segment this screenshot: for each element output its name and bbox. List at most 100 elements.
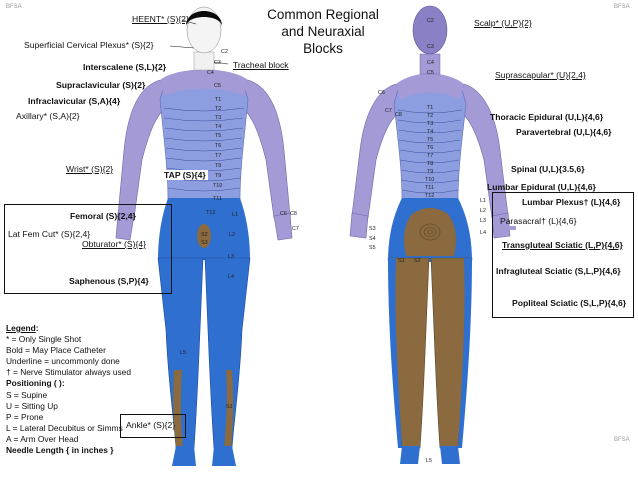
derm-front-t11: T11 xyxy=(213,196,222,202)
derm-back-l5: L5 xyxy=(426,458,432,464)
derm-front-t2: T2 xyxy=(215,106,222,112)
label-tracheal: Tracheal block xyxy=(231,60,291,70)
derm-front-s2: S2 xyxy=(201,232,208,238)
legend-supine: S = Supine xyxy=(6,389,48,400)
label-infragluteal: Infragluteal Sciatic (S,L,P){4,6} xyxy=(496,266,621,276)
derm-back-t12: T12 xyxy=(425,193,435,199)
derm-back-c2: C2 xyxy=(427,18,434,24)
label-popliteal: Popliteal Sciatic (S,L,P){4,6} xyxy=(512,298,627,308)
derm-front-t5: T5 xyxy=(215,133,222,139)
label-obturator: Obturator* (S){4} xyxy=(82,239,147,249)
derm-back-t2: T2 xyxy=(427,113,434,119)
derm-back-t5: T5 xyxy=(427,137,434,143)
front-left-foot xyxy=(172,446,196,466)
label-wrist: Wrist* (S){2} xyxy=(66,164,114,174)
label-scalp: Scalp* (U,P){2} xyxy=(474,18,532,28)
label-thoracic-epidural: Thoracic Epidural (U,L){4,6} xyxy=(490,112,604,122)
derm-back-t8: T8 xyxy=(427,161,434,167)
label-paravertebral: Paravertebral (U,L){4,6} xyxy=(516,127,612,137)
label-ankle: Ankle* (S){2} xyxy=(126,420,176,430)
watermark-top-right: BFSA xyxy=(614,4,630,10)
front-left-hand xyxy=(115,212,135,241)
watermark-top-left: BFSA xyxy=(6,4,22,10)
label-lumbar-plexus: Lumbar Plexus† (L){4,6} xyxy=(522,197,621,207)
label-tap: TAP (S){4} xyxy=(162,170,208,180)
derm-back-t4: T4 xyxy=(427,129,434,135)
derm-front-t4: T4 xyxy=(215,124,222,130)
derm-front-t3: T3 xyxy=(215,115,222,121)
derm-back-l4: L4 xyxy=(480,230,486,236)
watermark-bottom-right: BFSA xyxy=(614,437,630,443)
derm-front-t6: T6 xyxy=(215,143,222,149)
label-parasacral: Parasacral† (L){4,6} xyxy=(500,216,577,226)
derm-back-s3: S3 xyxy=(369,226,376,232)
derm-back-c4: C4 xyxy=(427,60,434,66)
label-suprascapular: Suprascapular* (U){2,4} xyxy=(495,70,586,80)
legend-bold: Bold = May Place Catheter xyxy=(6,345,106,356)
legend: Legend: * = Only Single Shot Bold = May … xyxy=(6,323,131,456)
back-figure xyxy=(349,5,511,464)
page-title: Common Regional and Neuraxial Blocks xyxy=(267,7,379,56)
label-supraclavicular: Supraclavicular (S){2} xyxy=(56,80,146,90)
derm-front-c6: C6 xyxy=(280,211,287,217)
legend-single-shot: * = Only Single Shot xyxy=(6,334,82,345)
derm-back-c6: C6 xyxy=(378,90,385,96)
derm-back-t10: T10 xyxy=(425,177,435,183)
derm-front-t1: T1 xyxy=(215,97,222,103)
derm-back-c5: C5 xyxy=(427,70,434,76)
label-heent: HEENT* (S){2} xyxy=(132,14,189,24)
derm-back-s4: S4 xyxy=(369,236,376,242)
front-neck xyxy=(193,51,215,71)
derm-front-l1: L1 xyxy=(232,212,238,218)
front-sacral-area xyxy=(197,224,211,248)
derm-front-t10: T10 xyxy=(213,183,223,189)
derm-front-l4: L4 xyxy=(228,274,234,280)
derm-front-c4: C4 xyxy=(207,70,214,76)
front-sacral-strip-right xyxy=(224,370,234,448)
derm-back-t9: T9 xyxy=(427,169,434,175)
derm-front-t7: T7 xyxy=(215,153,222,159)
label-interscalene: Interscalene (S,L){2} xyxy=(83,62,167,72)
label-femoral: Femoral (S){2,4} xyxy=(70,211,136,221)
derm-front-l2: L2 xyxy=(229,232,235,238)
derm-back-c3: C3 xyxy=(427,44,434,50)
label-axillary: Axillary* (S,A){2} xyxy=(16,111,80,121)
legend-needle: Needle Length { in inches } xyxy=(6,445,114,456)
front-right-foot xyxy=(212,446,236,466)
derm-back-c7: C7 xyxy=(385,108,392,114)
derm-front-t8: T8 xyxy=(215,163,222,169)
front-leg-blocks-box xyxy=(4,204,172,294)
derm-back-s1: S1 xyxy=(398,258,405,264)
label-lat-fem-cut: Lat Fem Cut* (S){2,4} xyxy=(8,229,91,239)
back-leg-blocks-box xyxy=(492,192,634,318)
derm-back-t6: T6 xyxy=(427,145,434,151)
derm-back-s2: S2 xyxy=(414,258,421,264)
legend-underline: Underline = uncommonly done xyxy=(6,356,120,367)
derm-front-c2: C2 xyxy=(221,49,228,55)
derm-front-c3: C3 xyxy=(214,60,221,66)
derm-front-l5: L5 xyxy=(180,350,186,356)
derm-front-l3: L3 xyxy=(228,254,234,260)
front-sacral-strip-left xyxy=(173,370,183,448)
derm-back-s5: S5 xyxy=(369,245,376,251)
derm-back-t7: T7 xyxy=(427,153,434,159)
back-sacral xyxy=(404,208,456,256)
parasacral-swatch xyxy=(500,226,516,230)
legend-lateral: L = Lateral Decubitus or Simms xyxy=(6,422,123,433)
derm-back-t11: T11 xyxy=(425,185,434,191)
front-head xyxy=(186,6,222,54)
label-infraclavicular: Infraclavicular (S,A){4} xyxy=(28,96,121,106)
legend-sitting: U = Sitting Up xyxy=(6,400,58,411)
front-right-hand xyxy=(273,212,293,241)
back-head xyxy=(412,5,448,55)
back-cervical xyxy=(396,73,464,100)
derm-back-l1: L1 xyxy=(480,198,486,204)
derm-back-t3: T3 xyxy=(427,121,434,127)
label-transgluteal: Transgluteal Sciatic (L,P){4,6} xyxy=(502,240,623,250)
derm-back-l3: L3 xyxy=(480,218,486,224)
label-spinal: Spinal (U,L){3.5,6} xyxy=(511,164,585,174)
derm-front-t12: T12 xyxy=(206,210,216,216)
ankle-box xyxy=(120,414,186,438)
legend-prone: P = Prone xyxy=(6,411,44,422)
derm-front-c7: C7 xyxy=(292,226,299,232)
